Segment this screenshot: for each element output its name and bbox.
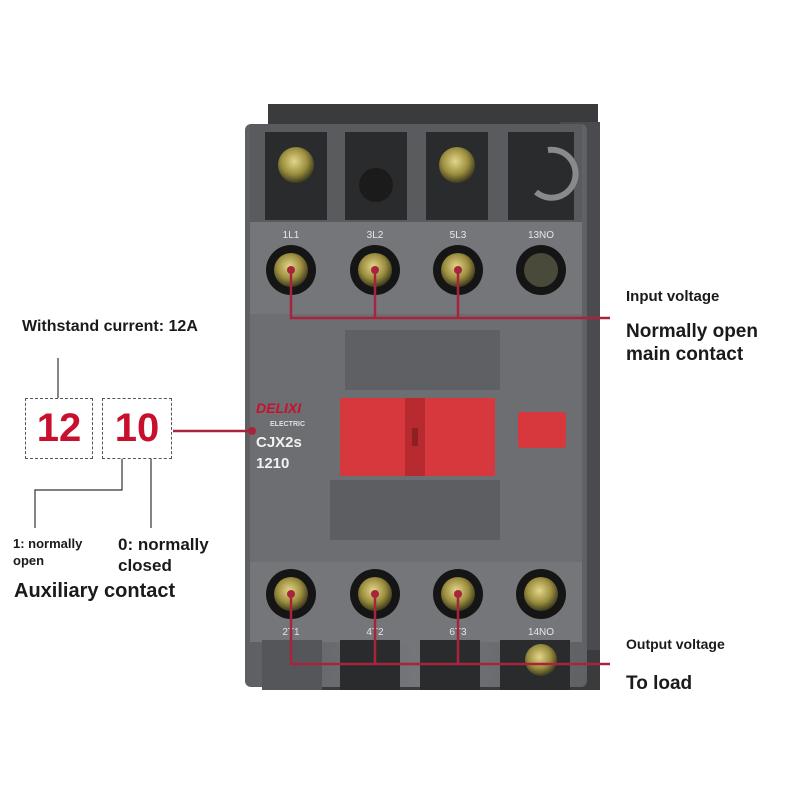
aux-code-box: [102, 398, 172, 459]
terminal-label: 3L2: [367, 230, 384, 241]
actuator-buttons: [340, 398, 566, 476]
brand-logo: DELIXI: [256, 400, 302, 416]
main-contact-line2: main contact: [626, 344, 744, 365]
terminal-label: 13NO: [528, 230, 554, 241]
brand-marking: DELIXI ELECTRIC CJX2s 1210: [256, 400, 305, 472]
aux-open-label: 1: normally open: [13, 535, 82, 569]
code-leader-lines: [34, 358, 152, 528]
current-code-box: [25, 398, 93, 459]
current-code: 12: [36, 406, 82, 450]
output-voltage-label: Output voltage: [626, 636, 725, 652]
aux-closed-line1: 0: normally: [118, 535, 209, 554]
withstand-current-label: Withstand current: 12A: [22, 318, 198, 335]
to-load-label: To load: [626, 673, 693, 694]
aux-contact-label: Auxiliary contact: [14, 580, 176, 602]
top-screws: [278, 146, 579, 202]
aux-closed-label: 0: normally closed: [118, 534, 209, 576]
main-contact-label: Normally open main contact: [626, 320, 758, 366]
aux-open-line2: open: [13, 553, 45, 568]
callout-dots: [248, 266, 462, 598]
terminal-label: 5L3: [450, 230, 467, 241]
main-contact-line1: Normally open: [626, 321, 758, 342]
model-name: CJX2s: [256, 434, 302, 451]
terminal-label: 14NO: [528, 627, 554, 638]
upper-terminal-screws: [266, 245, 566, 295]
brand-sub: ELECTRIC: [270, 421, 305, 428]
aux-code: 10: [114, 406, 160, 450]
aux-open-line1: 1: normally: [13, 536, 83, 551]
input-voltage-label: Input voltage: [626, 288, 720, 305]
terminal-label: 1L1: [283, 230, 300, 241]
callout-lines: [173, 270, 610, 666]
aux-closed-line2: closed: [118, 556, 172, 575]
model-number: 1210: [256, 455, 289, 472]
